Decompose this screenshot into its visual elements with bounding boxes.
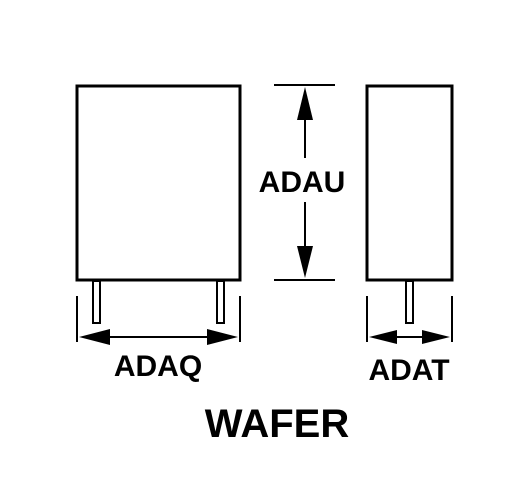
height-arrowhead-top	[297, 87, 313, 120]
thickness-dimension: ADAT	[366, 296, 453, 387]
thickness-arrowhead-right	[422, 330, 450, 344]
width-dimension-label: ADAQ	[114, 350, 202, 383]
width-arrowhead-right	[207, 329, 238, 345]
side-view-pin	[405, 280, 414, 324]
side-view	[365, 84, 454, 324]
part-name-title: WAFER	[205, 402, 350, 446]
side-view-body	[365, 84, 454, 282]
width-arrowhead-left	[79, 329, 110, 345]
front-view-body	[75, 84, 242, 282]
front-view	[75, 84, 242, 324]
width-dimension: ADAQ	[76, 296, 241, 383]
front-view-left-pin	[92, 280, 101, 324]
thickness-arrowhead-left	[369, 330, 397, 344]
front-view-right-pin	[216, 280, 225, 324]
thickness-dimension-label: ADAT	[368, 354, 449, 387]
height-arrowhead-bottom	[297, 246, 313, 278]
height-dimension: ADAU	[259, 84, 346, 281]
height-dimension-label: ADAU	[259, 166, 346, 199]
